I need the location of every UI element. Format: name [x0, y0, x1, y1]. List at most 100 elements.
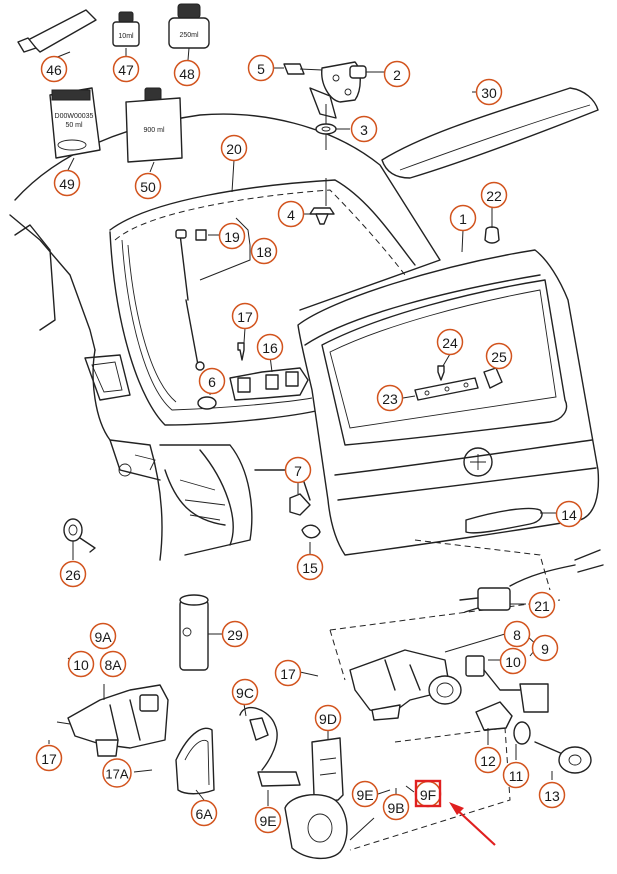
callout-text: 18 — [256, 244, 272, 260]
gas-strut — [175, 229, 207, 371]
callout-text: 9A — [94, 629, 112, 645]
callout-text: 17 — [237, 309, 253, 325]
callout-text: 9E — [356, 787, 373, 803]
callout-text: 19 — [224, 229, 240, 245]
callout-circle — [314, 704, 342, 732]
pouch-part-49: D00W00035 50 ml — [49, 87, 101, 159]
callout-text: 21 — [534, 598, 550, 614]
callout-circle — [475, 78, 503, 106]
callout-circle — [89, 622, 117, 650]
tailgate-hinge — [283, 61, 367, 206]
callout-8: 8 — [503, 620, 531, 648]
callout-text: 9D — [319, 711, 337, 727]
callout-text: 22 — [486, 188, 502, 204]
callout-text: 23 — [382, 391, 398, 407]
cable-part-9C — [239, 706, 278, 771]
callout-9Eb: 9E — [254, 806, 282, 834]
callout-46: 46 — [40, 55, 68, 83]
callout-text: 10 — [73, 657, 89, 673]
callout-circle — [198, 367, 226, 395]
callout-circle — [499, 647, 527, 675]
callout-13: 13 — [538, 781, 566, 809]
callout-text: 9F — [420, 787, 436, 803]
callout-text: 17A — [105, 767, 128, 782]
callout-17a: 17 — [231, 302, 259, 330]
callout-circle — [350, 115, 378, 143]
callout-7: 7 — [284, 456, 312, 484]
callout-circle — [102, 758, 132, 788]
spray-can — [179, 594, 209, 671]
callout-26: 26 — [59, 560, 87, 588]
buffer-part-7 — [289, 493, 321, 539]
callout-text: 17 — [41, 751, 57, 767]
callout-text: 8 — [513, 627, 521, 643]
callout-circle — [502, 761, 530, 789]
callout-22: 22 — [480, 181, 508, 209]
callout-circle — [382, 793, 410, 821]
bracket-part-6A — [175, 727, 215, 795]
callout-48: 48 — [173, 59, 201, 87]
callout-circle — [190, 799, 218, 827]
callout-text: 14 — [561, 507, 577, 523]
callout-circle — [503, 620, 531, 648]
callout-19: 19 — [218, 222, 246, 250]
highlight-box-9F — [414, 779, 442, 808]
callout-text: 24 — [442, 335, 458, 351]
lock-cylinder-12 — [475, 701, 531, 745]
bump-stop — [484, 226, 500, 244]
callout-text: 11 — [509, 768, 524, 784]
callout-11: 11 — [502, 761, 530, 789]
callout-text: 25 — [491, 349, 507, 365]
callout-circle — [67, 650, 95, 678]
callout-text: 49 — [59, 176, 75, 192]
callout-5: 5 — [247, 54, 275, 82]
callout-circle — [277, 200, 305, 228]
connector-part-10 — [465, 655, 549, 713]
callout-9C: 9C — [231, 678, 259, 706]
callout-circle — [40, 55, 68, 83]
callout-17c: 17 — [35, 744, 63, 772]
callout-17b: 17 — [274, 659, 302, 687]
callout-text: 9 — [541, 641, 549, 657]
callout-15: 15 — [296, 553, 324, 581]
callout-50: 50 — [134, 172, 162, 200]
clip-part-4 — [309, 207, 335, 225]
callout-text: 48 — [179, 66, 195, 82]
callout-circle — [449, 204, 477, 232]
rear-spoiler — [381, 87, 599, 179]
callout-circle — [436, 328, 464, 356]
callout-text: 2 — [393, 67, 401, 83]
callout-circle — [35, 744, 63, 772]
callout-9B: 9B — [382, 793, 410, 821]
callout-text: 29 — [227, 627, 243, 643]
callout-4: 4 — [277, 200, 305, 228]
callout-circle — [134, 172, 162, 200]
callout-20: 20 — [220, 134, 248, 162]
callout-circle — [250, 237, 278, 265]
callout-circle — [538, 781, 566, 809]
callout-circle — [254, 806, 282, 834]
callout-21: 21 — [528, 591, 556, 619]
bottle-part-47: 10ml — [112, 11, 140, 47]
callout-text: 6A — [195, 806, 213, 822]
pouch-49-line1: D00W00035 — [55, 113, 94, 120]
red-pointer-arrow — [449, 802, 496, 846]
callout-circle — [220, 134, 248, 162]
callout-circle — [247, 54, 275, 82]
key-part-13 — [534, 741, 592, 774]
callout-text: 16 — [262, 340, 278, 356]
callout-circle — [231, 678, 259, 706]
bottle-48-label: 250ml — [179, 32, 199, 39]
callout-1: 1 — [449, 204, 477, 232]
callout-25: 25 — [485, 342, 513, 370]
callout-29: 29 — [221, 620, 249, 648]
callout-circle — [296, 553, 324, 581]
callout-text: 6 — [208, 374, 216, 390]
callout-text: 5 — [257, 61, 265, 77]
callout-9: 9 — [531, 634, 559, 662]
callout-circle — [221, 620, 249, 648]
callout-47: 47 — [112, 55, 140, 83]
callout-circle — [376, 384, 404, 412]
callout-circle — [274, 659, 302, 687]
